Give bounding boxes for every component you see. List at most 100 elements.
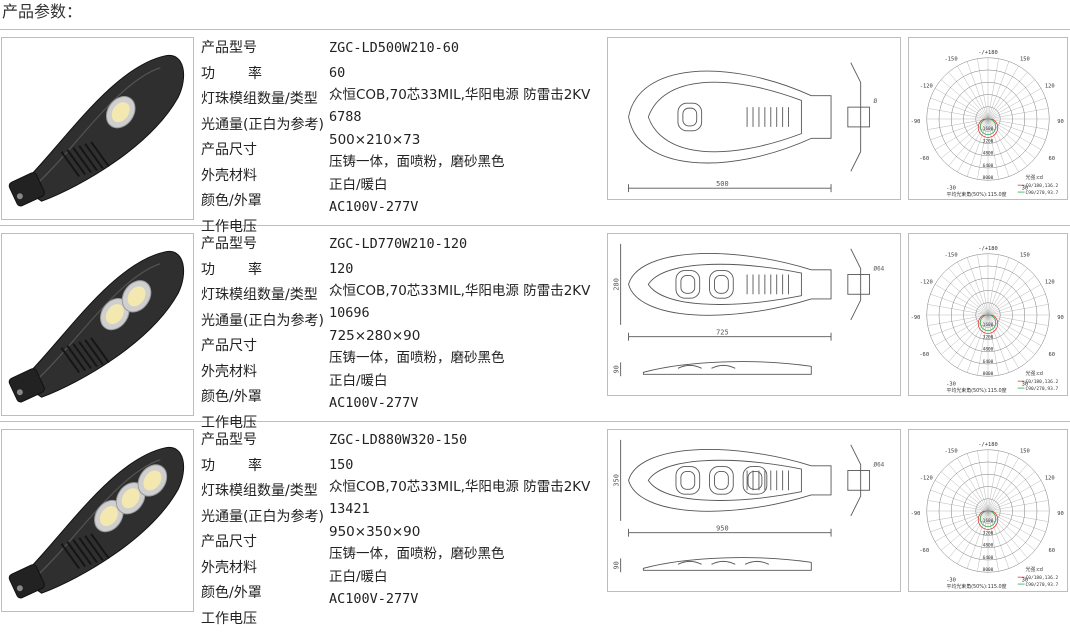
drawing-led-lens bbox=[714, 275, 728, 293]
drawing-height-label: 90 bbox=[613, 561, 621, 569]
param-values: ZGC-LD880W320-150 150 众恒COB,70芯33MIL,华阳电… bbox=[329, 428, 604, 611]
label-power: 功率 bbox=[201, 454, 326, 480]
polar-radial-label: 8000 bbox=[983, 567, 994, 573]
value-housing: 压铸一体，面喷粉，磨砂黑色 bbox=[329, 543, 604, 566]
label-size: 产品尺寸 bbox=[201, 334, 326, 360]
polar-angle-label: -/+180 bbox=[978, 246, 998, 252]
drawing-height-label: 90 bbox=[613, 365, 621, 373]
drawing-led-lens bbox=[681, 275, 695, 293]
polar-angle-label: -150 bbox=[945, 253, 958, 259]
label-lumen: 光通量(正白为参考) bbox=[201, 309, 326, 335]
polar-angle-label: -60 bbox=[919, 548, 929, 554]
mount-screw bbox=[17, 389, 23, 395]
drawing-side-label: Ø64 bbox=[874, 266, 885, 273]
label-housing: 外壳材料 bbox=[201, 164, 326, 190]
drawing-inner-outline bbox=[648, 82, 801, 152]
polar-beam-angle: 平均光束角(50%):115.0度 bbox=[947, 191, 1007, 198]
label-power: 功率 bbox=[201, 62, 326, 88]
drawing-front-lens bbox=[712, 365, 736, 368]
polar-radial-label: 4800 bbox=[983, 151, 994, 157]
polar-radial-label: 6400 bbox=[983, 555, 994, 561]
value-led: 众恒COB,70芯33MIL,华阳电源 防雷击2KV bbox=[329, 280, 604, 303]
drawing-side-mount bbox=[848, 274, 870, 294]
drawing-side-mount bbox=[848, 107, 870, 127]
value-power: 120 bbox=[329, 258, 604, 280]
polar-angle-label: -90 bbox=[911, 119, 921, 125]
value-voltage: AC100V-277V bbox=[329, 588, 604, 611]
drawing-length-label: 725 bbox=[716, 329, 728, 337]
drawing-side-mount bbox=[848, 470, 870, 490]
drawing-side-profile bbox=[851, 249, 861, 320]
value-led: 众恒COB,70芯33MIL,华阳电源 防雷击2KV bbox=[329, 84, 604, 107]
value-lumen: 13421 bbox=[329, 498, 604, 521]
label-lumen: 光通量(正白为参考) bbox=[201, 113, 326, 139]
label-size: 产品尺寸 bbox=[201, 138, 326, 164]
label-color: 颜色/外罩 bbox=[201, 189, 326, 215]
value-model: ZGC-LD500W210-60 bbox=[329, 36, 604, 62]
value-voltage: AC100V-277V bbox=[329, 392, 604, 415]
polar-angle-label: 150 bbox=[1020, 57, 1030, 63]
drawing-width-label: 350 bbox=[613, 474, 621, 486]
value-lumen: 10696 bbox=[329, 302, 604, 325]
param-values: ZGC-LD500W210-60 60 众恒COB,70芯33MIL,华阳电源 … bbox=[329, 36, 604, 219]
polar-angle-label: -60 bbox=[919, 352, 929, 358]
drawing-front-lens bbox=[678, 365, 702, 368]
label-color: 颜色/外罩 bbox=[201, 385, 326, 411]
label-housing: 外壳材料 bbox=[201, 556, 326, 582]
drawing-side-label: Ø64 bbox=[874, 462, 885, 469]
value-housing: 压铸一体，面喷粉，磨砂黑色 bbox=[329, 347, 604, 370]
polar-radial-label: 1600 bbox=[983, 126, 994, 132]
drawing-led-lens bbox=[748, 471, 762, 489]
drawing-led-slot bbox=[676, 467, 700, 495]
polar-angle-label: -/+180 bbox=[978, 50, 998, 56]
drawing-led-slot bbox=[710, 467, 734, 495]
drawing-length-label: 950 bbox=[716, 525, 728, 533]
value-power: 60 bbox=[329, 62, 604, 84]
technical-drawing: Ø64 950 350 90 bbox=[608, 430, 900, 591]
drawing-front-lens bbox=[745, 561, 769, 564]
product-photo bbox=[1, 429, 194, 612]
label-led-type: 灯珠模组数量/类型 bbox=[201, 479, 326, 505]
polar-angle-label: -/+180 bbox=[978, 442, 998, 448]
polar-legend-c0: C0/180,136.2 bbox=[1026, 379, 1059, 385]
lamp-housing bbox=[20, 55, 184, 201]
label-led-type: 灯珠模组数量/类型 bbox=[201, 87, 326, 113]
street-light-photo bbox=[2, 234, 193, 415]
polar-angle-label: 150 bbox=[1020, 449, 1030, 455]
polar-radial-label: 3200 bbox=[983, 530, 994, 536]
drawing-led-lens bbox=[714, 471, 728, 489]
value-power: 150 bbox=[329, 454, 604, 476]
label-model: 产品型号 bbox=[201, 428, 326, 454]
polar-angle-label: 60 bbox=[1049, 156, 1056, 162]
street-light-photo bbox=[2, 38, 193, 219]
polar-angle-label: 90 bbox=[1057, 315, 1064, 321]
polar-angle-label: -120 bbox=[920, 279, 933, 285]
polar-legend-c90: C90/270,93.7 bbox=[1026, 582, 1059, 588]
label-lumen: 光通量(正白为参考) bbox=[201, 505, 326, 531]
product-photo bbox=[1, 37, 194, 220]
value-model: ZGC-LD880W320-150 bbox=[329, 428, 604, 454]
label-led-type: 灯珠模组数量/类型 bbox=[201, 283, 326, 309]
polar-legend-c90: C90/270,93.7 bbox=[1026, 386, 1059, 392]
polar-radial-label: 6400 bbox=[983, 163, 994, 169]
polar-angle-label: -90 bbox=[911, 511, 921, 517]
value-color: 正白/暖白 bbox=[329, 566, 604, 589]
label-model: 产品型号 bbox=[201, 232, 326, 258]
polar-angle-label: 120 bbox=[1045, 83, 1055, 89]
polar-angle-label: -120 bbox=[920, 475, 933, 481]
value-model: ZGC-LD770W210-120 bbox=[329, 232, 604, 258]
polar-angle-label: 120 bbox=[1045, 279, 1055, 285]
drawing-outline bbox=[629, 449, 831, 511]
polar-angle-label: -60 bbox=[919, 156, 929, 162]
label-model: 产品型号 bbox=[201, 36, 326, 62]
polar-beam-angle: 平均光束角(50%):115.0度 bbox=[947, 583, 1007, 590]
param-labels: 产品型号 功率 灯珠模组数量/类型 光通量(正白为参考) 产品尺寸 外壳材料 颜… bbox=[201, 232, 326, 436]
product-photo bbox=[1, 233, 194, 416]
drawing-led-lens bbox=[683, 108, 697, 126]
